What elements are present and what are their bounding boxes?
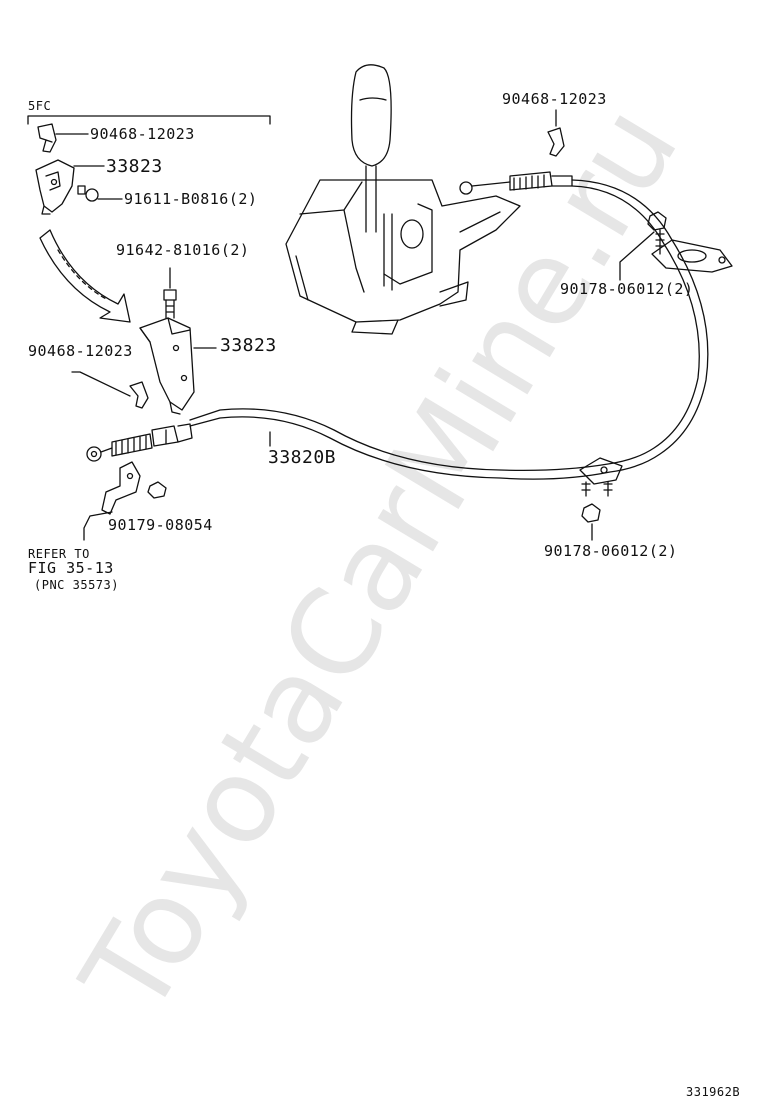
clip-part-upper-left [37, 123, 57, 153]
refer-note-line-2: FIG 35-13 [28, 559, 114, 577]
shifter-housing [285, 179, 521, 335]
nut-part-upper [647, 211, 667, 231]
group-label: 5FC [28, 99, 52, 113]
lower-cable-end [86, 423, 193, 462]
cable-bracket-upper [651, 229, 733, 273]
control-cable [189, 179, 709, 480]
part-number-label: 90468-12023 [502, 90, 607, 108]
part-number-label: 90178-06012(2) [544, 542, 678, 560]
nut-part-lower [581, 503, 601, 523]
upper-cable-end [459, 171, 573, 195]
leader-line [619, 231, 655, 281]
part-number-label: 91642-81016(2) [116, 241, 250, 259]
bracket-part-middle [139, 317, 195, 415]
part-number-label: 90179-08054 [108, 516, 213, 534]
bracket-part-upper [35, 159, 75, 215]
bolt-part-upper [77, 185, 99, 202]
part-number-label: 90178-06012(2) [560, 280, 694, 298]
group-bracket [27, 115, 271, 125]
shift-knob [350, 64, 392, 233]
part-number-label: 33820B [268, 447, 337, 468]
clamp-bracket-lower [101, 461, 141, 515]
leader-line [71, 371, 131, 397]
bolt-part-middle [163, 289, 177, 319]
part-number-label: 90468-12023 [28, 342, 133, 360]
figure-code: 331962B [686, 1085, 741, 1099]
part-number-label: 90468-12023 [90, 125, 195, 143]
nut-part-left [147, 481, 167, 499]
part-number-label: 33823 [106, 156, 163, 177]
assembly-arrow [39, 229, 131, 323]
leader-line [83, 511, 113, 541]
clip-part-middle [129, 381, 149, 409]
refer-note-line-3: (PNC 35573) [34, 578, 119, 592]
cable-bracket-lower [579, 457, 623, 497]
refer-note-line-1: REFER TO [28, 547, 90, 561]
part-number-label: 33823 [220, 335, 277, 356]
part-number-label: 91611-B0816(2) [124, 190, 258, 208]
clip-part-right [547, 127, 565, 157]
